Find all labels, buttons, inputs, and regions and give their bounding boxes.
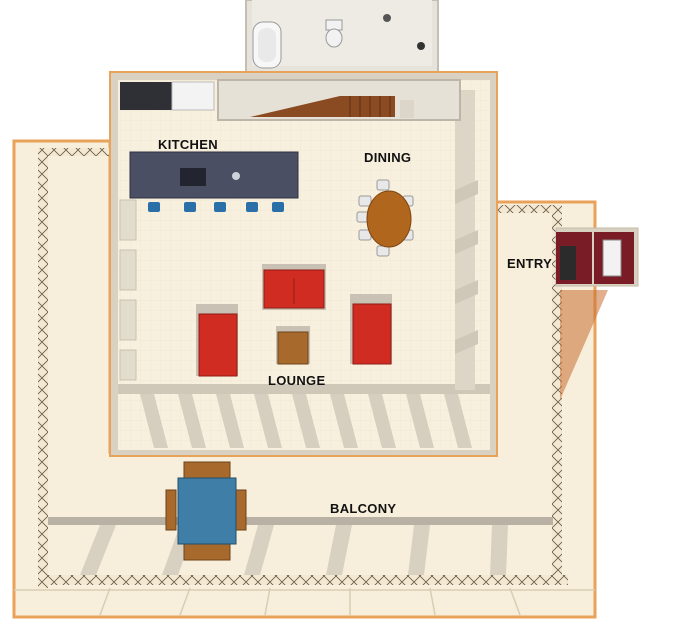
coffee-table — [276, 326, 310, 365]
armchair-left — [196, 304, 238, 377]
room-label-balcony: BALCONY — [330, 501, 396, 516]
lounge-set — [196, 264, 392, 377]
room-label-dining: DINING — [364, 150, 411, 165]
fridge-icon — [120, 82, 172, 110]
tap-icon — [232, 172, 240, 180]
staircase — [217, 79, 461, 121]
stools — [148, 202, 284, 212]
toilet-icon — [325, 19, 343, 48]
dining-set — [356, 179, 414, 257]
sofa — [262, 264, 326, 310]
kitchen-area — [120, 81, 299, 212]
entry-area — [555, 227, 639, 400]
interior-room — [109, 71, 498, 457]
armchair-right — [350, 294, 392, 365]
kitchen-island — [129, 151, 299, 199]
room-label-kitchen: KITCHEN — [158, 137, 218, 152]
bathroom — [245, 0, 439, 73]
room-label-lounge: LOUNGE — [268, 373, 325, 388]
sink-icon — [180, 168, 206, 186]
shower-icon — [417, 42, 425, 50]
tap-icon — [383, 14, 391, 22]
balcony-table-set — [165, 461, 247, 561]
bathtub-icon — [252, 21, 282, 69]
balcony-deck — [12, 139, 597, 619]
room-label-entry: ENTRY — [507, 256, 552, 271]
